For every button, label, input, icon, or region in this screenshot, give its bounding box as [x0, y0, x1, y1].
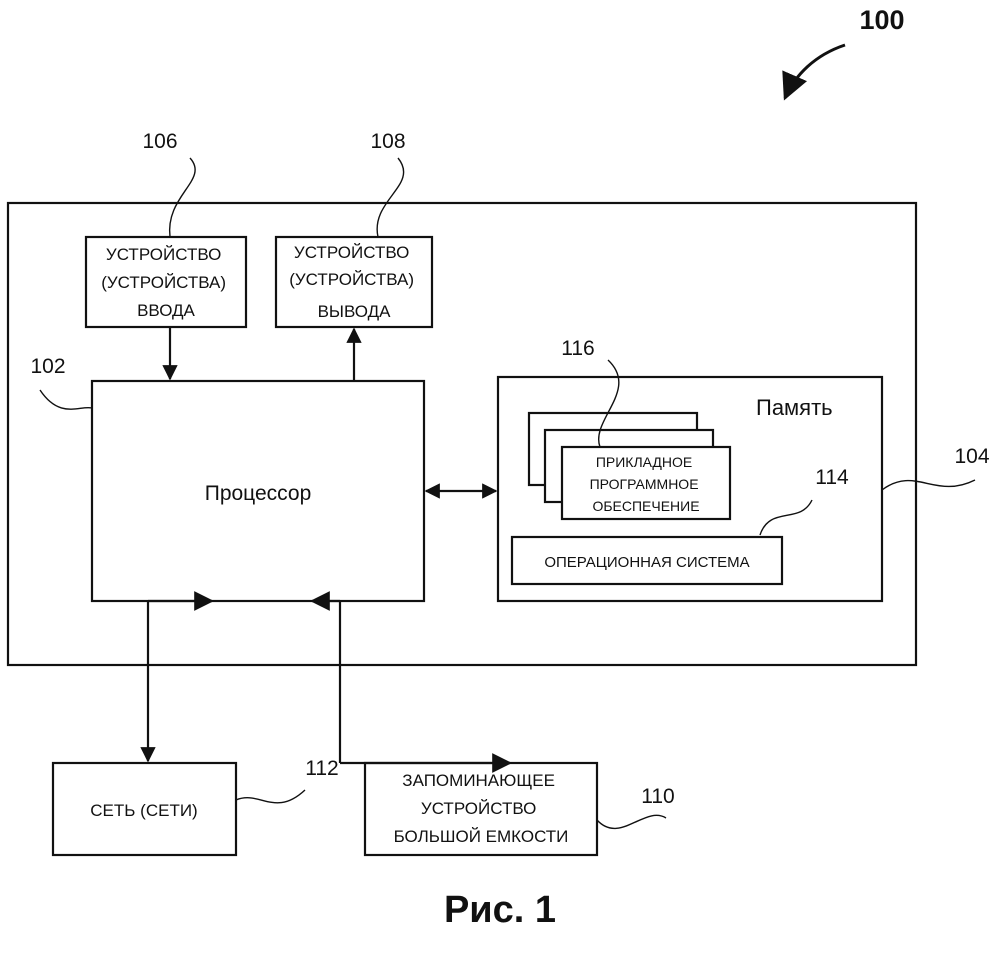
ref-output: 108	[370, 130, 405, 153]
ref-storage: 110	[641, 785, 674, 808]
ref-memory: 104	[954, 445, 989, 468]
ref-input: 106	[142, 130, 177, 153]
memory-label: Память	[756, 395, 833, 420]
ref-apps: 116	[561, 337, 594, 360]
apps-label: ПРИКЛАДНОЕ ПРОГРАММНОЕ ОБЕСПЕЧЕНИЕ	[590, 454, 703, 514]
network-label: СЕТЬ (СЕТИ)	[90, 801, 197, 820]
processor-label: Процессор	[205, 482, 312, 505]
ref-bus: 112	[305, 757, 338, 780]
figure-caption: Рис. 1	[444, 889, 556, 931]
ref-os: 114	[815, 466, 849, 489]
figure-ref-arrow	[785, 45, 845, 98]
leader-storage	[597, 815, 666, 828]
os-label: ОПЕРАЦИОННАЯ СИСТЕМА	[544, 554, 749, 571]
leader-bus	[236, 790, 305, 803]
ref-processor: 102	[30, 355, 65, 378]
figure-ref-number: 100	[859, 5, 904, 35]
